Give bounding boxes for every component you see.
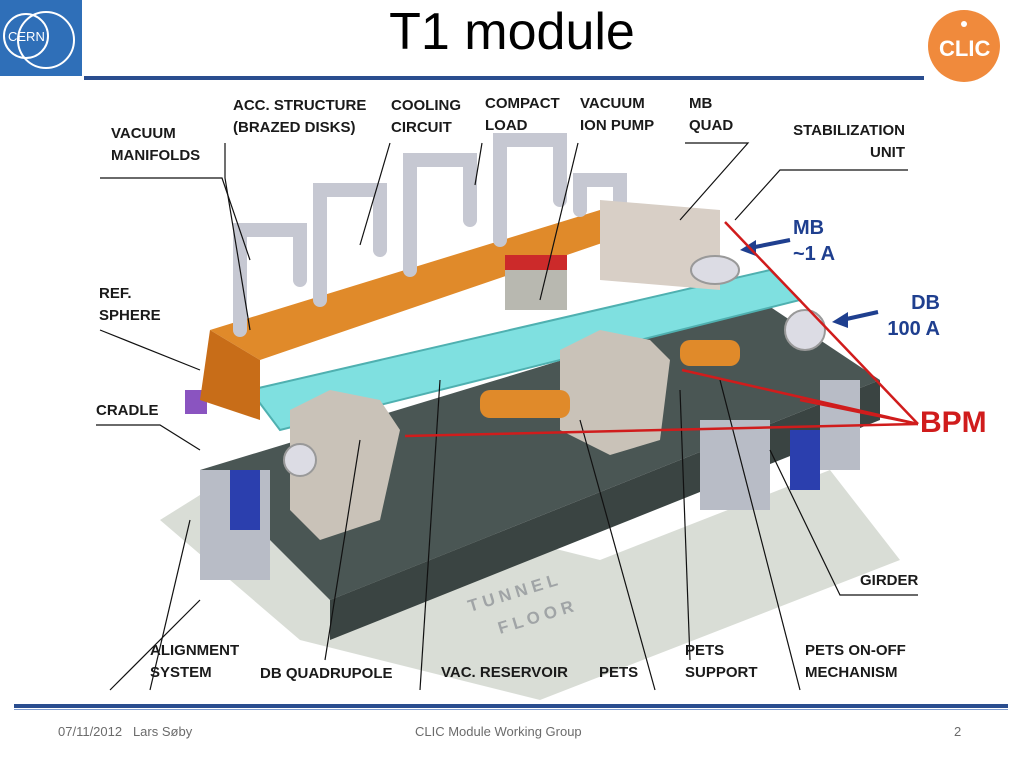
label-girder: GIRDER [860, 572, 919, 589]
cern-logo-text: CERN [8, 29, 45, 44]
db-quadrupole [290, 390, 400, 540]
db-flange [784, 309, 826, 351]
header-rule [84, 76, 924, 80]
support-right [700, 420, 770, 510]
mb-arrow [749, 238, 791, 250]
actuator-left [230, 470, 260, 530]
cooling-pipes [233, 133, 627, 337]
acc-structure [210, 210, 640, 360]
label-acc-structure: ACC. STRUCTURE(BRAZED DISKS) [233, 97, 367, 136]
footer-rule-thin [14, 709, 1008, 710]
pets-coupler [480, 390, 570, 418]
label-ref-sphere: REF.SPHERE [99, 285, 161, 324]
label-db-quadrupole: DB QUADRUPOLE [260, 665, 393, 682]
cern-logo: CERN [0, 0, 82, 76]
slide-title: T1 module [389, 3, 635, 61]
footer-date-author: 07/11/2012 Lars Søby [58, 724, 192, 739]
clic-logo: CLIC [928, 10, 1000, 82]
label-mb-beam: MB~1 A [793, 217, 836, 265]
actuator-right [790, 430, 820, 490]
mb-quad-box [600, 200, 720, 290]
footer-group: CLIC Module Working Group [415, 724, 582, 739]
leader-lines [96, 142, 918, 691]
label-cradle: CRADLE [96, 402, 159, 419]
footer-date: 07/11/2012 [58, 724, 123, 739]
clic-logo-text: CLIC [939, 36, 990, 61]
label-vac-reservoir: VAC. RESERVOIR [441, 664, 568, 681]
footer-author: Lars Søby [132, 724, 193, 739]
footer-rule [14, 704, 1008, 708]
module-diagram: T U N N E L F L O O R [96, 133, 919, 700]
footer-page-number: 2 [954, 724, 962, 739]
label-bpm: BPM [920, 406, 987, 439]
pets-quad [560, 330, 670, 455]
label-pets: PETS [599, 664, 639, 681]
bpm-lines [404, 221, 919, 438]
girder-body [200, 300, 880, 600]
